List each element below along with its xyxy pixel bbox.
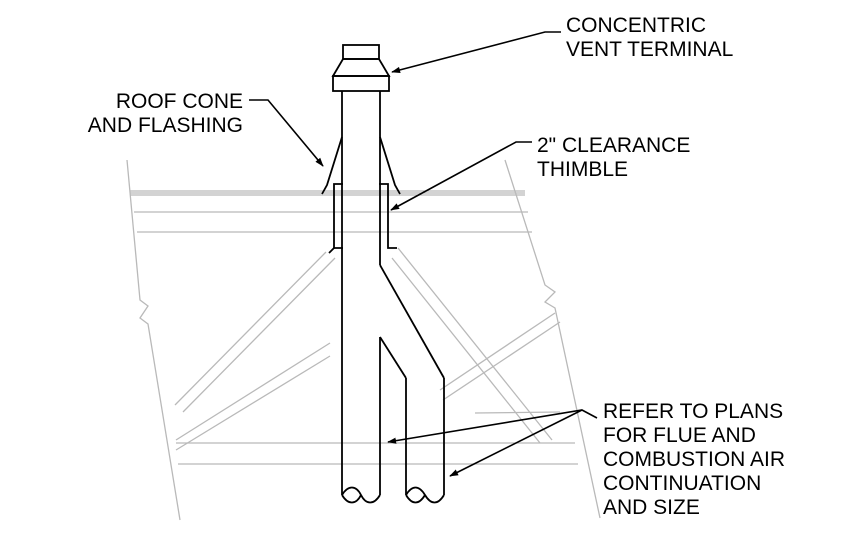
vent-terminal-cap — [331, 44, 391, 92]
roof-structure — [126, 159, 601, 521]
clearance-thimble-label: 2" CLEARANCE THIMBLE — [537, 134, 690, 182]
roof-cone-flashing-label: ROOF CONE AND FLASHING — [88, 90, 243, 138]
label-line: FOR FLUE AND — [603, 424, 756, 447]
label-line: REFER TO PLANS — [603, 400, 784, 423]
label-line: 2" CLEARANCE — [537, 134, 691, 157]
label-line: COMBUSTION AIR — [603, 448, 786, 471]
label-line: CONCENTRIC — [566, 14, 706, 37]
clearance-thimble — [328, 183, 397, 254]
label-line: CONTINUATION — [603, 472, 762, 495]
label-line: ROOF CONE — [115, 90, 243, 113]
refer-to-plans-label: REFER TO PLANS FOR FLUE AND COMBUSTION A… — [603, 400, 785, 520]
label-line: AND SIZE — [603, 496, 700, 519]
roof-cone — [321, 136, 401, 195]
label-line: AND FLASHING — [87, 114, 243, 137]
label-line: THIMBLE — [537, 158, 629, 181]
label-line: VENT TERMINAL — [566, 38, 734, 61]
vent-pipe — [341, 91, 445, 504]
leader-lines — [249, 31, 598, 477]
concentric-vent-terminal-label: CONCENTRIC VENT TERMINAL — [566, 14, 733, 62]
